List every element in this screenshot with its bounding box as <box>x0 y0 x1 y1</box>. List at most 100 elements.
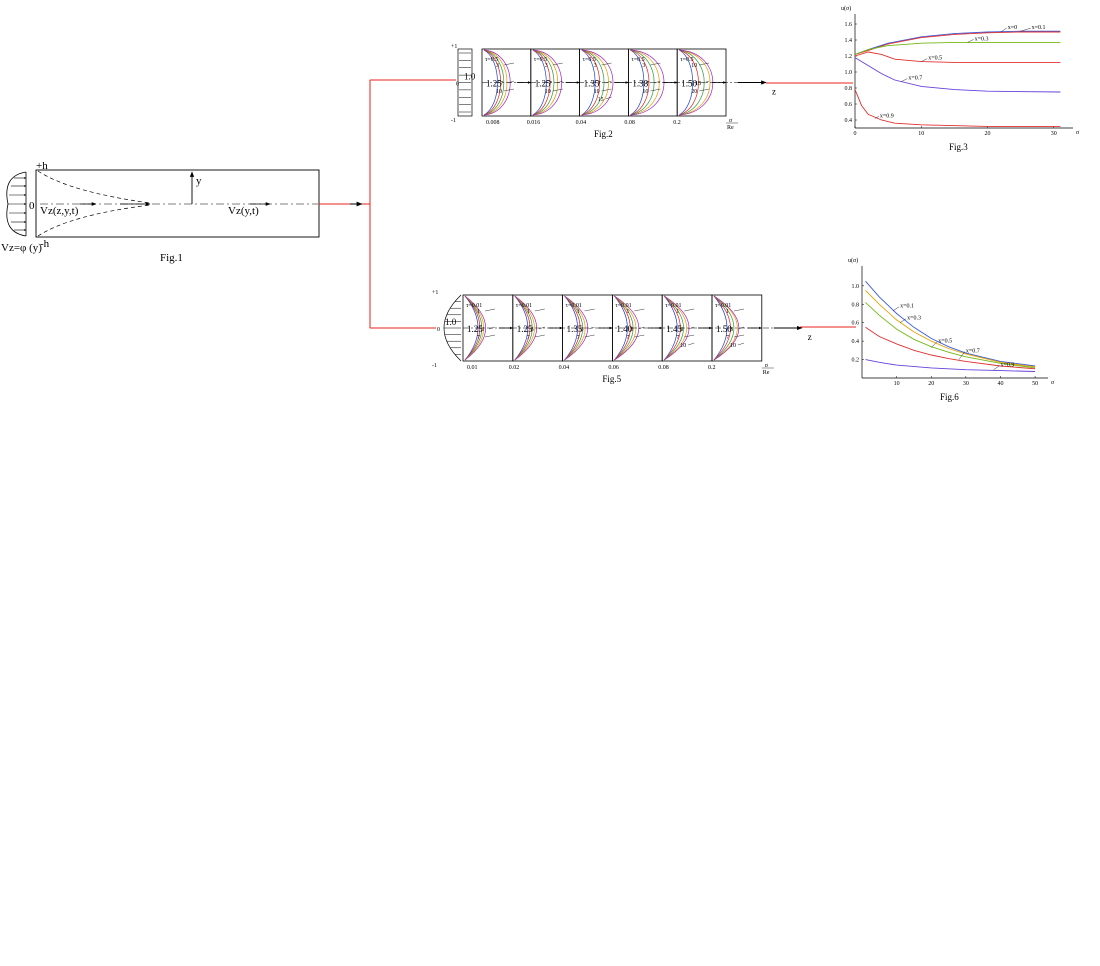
cell-time-leader <box>503 88 515 92</box>
series-leader <box>921 58 928 62</box>
fig1-inlet-profile <box>6 171 27 237</box>
cell-time-label: 10 <box>730 343 736 349</box>
cell-time-label: 20 <box>691 89 697 95</box>
cell-center-value: 1.50 <box>681 79 697 89</box>
series-leader <box>893 306 900 311</box>
x-tick-label: 10 <box>894 381 900 387</box>
inlet-value: 1.0 <box>445 317 457 327</box>
cell-tau-label: τ=0.01 <box>516 303 532 309</box>
cell-time-leader <box>733 308 745 312</box>
profile-curve <box>532 49 562 116</box>
series-line <box>865 359 1036 372</box>
cell-time-leader <box>484 334 496 338</box>
y-tick-label: 0.8 <box>845 86 853 92</box>
cell-time-leader <box>552 88 563 92</box>
profile-curve <box>464 295 486 361</box>
strip-caption: Fig.5 <box>602 374 621 384</box>
series-leader <box>901 78 908 82</box>
y-tick-label: 0.8 <box>852 302 860 308</box>
series-label: x=0.5 <box>928 56 942 62</box>
cell-time-leader <box>699 88 710 92</box>
cell-time-label: 15 <box>598 97 604 103</box>
cell-center-value: 1.25 <box>486 79 502 89</box>
profile-curve <box>713 295 740 361</box>
y-tick-label: 1.2 <box>845 54 853 60</box>
x-frac-denominator: Re <box>727 125 734 131</box>
cell-time-label: 1 <box>626 309 629 315</box>
chart-caption: Fig.6 <box>940 392 959 402</box>
cell-time-label: 3 <box>531 327 534 333</box>
cell-time-leader <box>552 62 563 66</box>
y-zero-label: 0 <box>437 327 440 333</box>
cell-time-leader <box>703 80 710 84</box>
cell-tau-label: τ=0.5 <box>680 57 693 63</box>
x-tick-label: 20 <box>928 381 934 387</box>
cell-time-label: 7 <box>577 335 580 341</box>
y-top-label: +1 <box>432 290 438 296</box>
cell-time-label: 7 <box>500 81 503 87</box>
y-tick-label: 0.2 <box>852 358 860 364</box>
cell-tau-label: τ=0.01 <box>566 303 582 309</box>
cell-time-label: 10 <box>496 89 502 95</box>
series-leader <box>967 39 974 43</box>
cell-time-label: 3 <box>581 327 584 333</box>
cell-time-label: 3 <box>481 327 484 333</box>
series-label: x=0.7 <box>908 76 922 82</box>
cell-time-label: 10 <box>545 89 551 95</box>
series-line <box>865 302 1036 369</box>
series-line <box>865 280 1036 367</box>
profile-curve <box>663 295 678 361</box>
cell-position-label: 0.08 <box>658 365 669 371</box>
series-label: x=0.3 <box>975 36 989 42</box>
cell-time-leader <box>638 326 645 330</box>
z-axis-label: z <box>808 332 812 342</box>
cell-time-leader <box>737 342 745 346</box>
cell-time-leader <box>650 88 661 92</box>
chart-x-label: σ <box>1051 380 1055 386</box>
cell-time-label: 10 <box>642 89 648 95</box>
y-tick-label: 0.4 <box>845 118 853 124</box>
y-tick-label: 1.6 <box>845 22 853 28</box>
y-tick-label: 1.4 <box>845 38 853 44</box>
cell-time-label: 7 <box>477 335 480 341</box>
cell-position-label: 0.08 <box>624 120 635 126</box>
inlet-profile <box>443 294 462 362</box>
cell-position-label: 0.06 <box>608 365 619 371</box>
series-label: x=0.5 <box>938 339 952 345</box>
cell-time-label: 15 <box>695 81 701 87</box>
chart-y-label: u(σ) <box>848 257 858 264</box>
cell-time-label: 3 <box>630 327 633 333</box>
series-leader <box>874 116 879 119</box>
series-line <box>854 51 1061 63</box>
series-line <box>854 57 1061 93</box>
series-line <box>854 89 1061 127</box>
fig1-boundary-layer-top <box>37 170 151 204</box>
y-top-label: +1 <box>451 44 457 50</box>
cell-time-leader <box>584 334 595 338</box>
profile-curve <box>464 295 483 361</box>
cell-time-label: 3 <box>730 327 733 333</box>
cell-center-value: 1.35 <box>567 324 583 334</box>
connector-lines <box>319 79 856 329</box>
series-line <box>854 41 1061 55</box>
series-line <box>854 31 1061 55</box>
cell-time-label: 1 <box>527 309 530 315</box>
x-tick-label: 10 <box>918 131 924 137</box>
cell-position-label: 0.016 <box>527 120 541 126</box>
cell-time-label: 3 <box>496 63 499 69</box>
cell-time-leader <box>538 326 545 330</box>
cell-time-leader <box>484 308 496 312</box>
cell-time-leader <box>688 342 695 346</box>
cell-time-leader <box>503 62 515 66</box>
cell-tau-label: τ=0.5 <box>631 57 644 63</box>
series-leader <box>1020 28 1031 32</box>
fig1-boundary-layer-bottom <box>37 204 151 237</box>
cell-time-leader <box>699 62 710 66</box>
x-tick-label: 0 <box>854 131 857 137</box>
